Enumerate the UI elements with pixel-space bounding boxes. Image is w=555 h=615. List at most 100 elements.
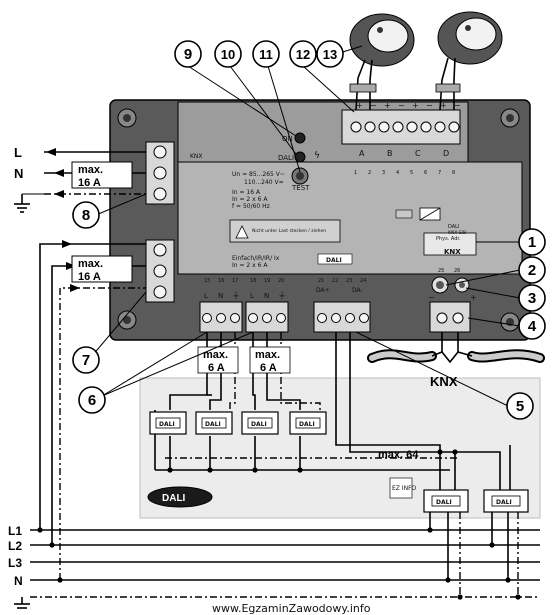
junction-dot [427, 527, 433, 533]
knx-num-26: 26 [454, 268, 460, 274]
callout-label-3: 3 [528, 290, 536, 307]
svg-text:DALI: DALI [162, 493, 186, 504]
callout-label-1: 1 [528, 234, 536, 251]
spec-line-7: In = 2 x 6 A [232, 262, 268, 269]
svg-text:DALI: DALI [436, 499, 452, 506]
bottom-num-23: 23 [346, 278, 352, 284]
sensor-num-3: 3 [382, 170, 385, 176]
callout-5: 5 [506, 392, 534, 420]
dali-mini-text: DALI [326, 257, 342, 264]
junction-dot [489, 542, 495, 548]
output-terminal-1 [199, 301, 243, 333]
junction-dot [167, 467, 173, 473]
knx-terminal [429, 301, 471, 333]
dali-plus-label: DA+ [316, 287, 330, 294]
knx-cable [367, 332, 545, 364]
out-fuse-2-value: 6 A [260, 362, 277, 374]
stamp: EZ INFO [389, 477, 417, 499]
callout-label-5: 5 [516, 398, 524, 415]
dali-max-label: max. 64 [378, 449, 419, 461]
callout-label-6: 6 [88, 392, 96, 409]
spec-line-5: f = 50/60 Hz [232, 203, 270, 210]
sensor-num-5: 5 [410, 170, 413, 176]
svg-text:DALI: DALI [496, 499, 512, 506]
callout-label-11: 11 [259, 47, 273, 62]
sensor-terminal-a: A [359, 149, 365, 158]
junction-dot [515, 594, 521, 600]
sensor-terminal-b: B [387, 149, 393, 158]
device-housing: ON DALI TEST KNX Un = 85...265 V~ 110...… [109, 99, 531, 341]
junction-dot [457, 594, 463, 600]
warning-box [229, 219, 341, 243]
out2-pe-icon: ⏚ [278, 291, 286, 300]
callout-label-9: 9 [184, 46, 192, 63]
bottom-num-21: 21 [318, 278, 324, 284]
sensor-num-6: 6 [424, 170, 427, 176]
bus-earth-symbol [14, 597, 30, 609]
knx-num-25: 25 [438, 268, 444, 274]
sensor-2 [437, 11, 503, 65]
callout-label-12: 12 [296, 47, 310, 62]
watermark: www.EgzaminZawodowy.info [212, 602, 371, 615]
out1-n-label: N [218, 292, 223, 300]
spec-line-3: In = 16 A [232, 189, 261, 196]
knx-minus-label: − [428, 293, 435, 302]
mounting-hole-bl [117, 310, 137, 330]
out1-pe-icon: ⏚ [232, 291, 240, 300]
spec-line-4: In = 2 x 6 A [232, 196, 268, 203]
junction-dot [49, 542, 55, 548]
device-knx-label: KNX [444, 248, 461, 256]
ballast-2: DALI [195, 411, 233, 435]
sensor-pole-2: − [370, 101, 377, 110]
knx-small-label: KNX [190, 153, 203, 160]
bottom-num-16: 16 [218, 278, 224, 284]
sensor-pole-4: − [398, 101, 405, 110]
fuse-bottom-max: max. [78, 258, 103, 270]
out1-l-label: L [204, 292, 208, 300]
out-fuse-1-value: 6 A [208, 362, 225, 374]
junction-dot [437, 449, 443, 455]
svg-text:DALI: DALI [159, 421, 175, 428]
supply-n-label: N [14, 166, 23, 181]
knx-bus-label: KNX [430, 374, 458, 389]
dali-mini-logo [317, 253, 353, 265]
sensor-num-2: 2 [368, 170, 371, 176]
input-terminal-top [145, 141, 175, 205]
bus-n-label: N [14, 574, 23, 588]
callout-label-7: 7 [82, 352, 90, 369]
cert-label: KNX EIB [448, 230, 466, 236]
callout-7: 7 [72, 346, 100, 374]
bottom-num-19: 19 [264, 278, 270, 284]
out2-n-label: N [264, 292, 269, 300]
test-label: TEST [291, 184, 310, 192]
ballast-1: DALI [149, 411, 187, 435]
fuse-top-max: max. [78, 164, 103, 176]
bottom-num-18: 18 [250, 278, 256, 284]
junction-dot [207, 467, 213, 473]
out-fuse-2-max: max. [255, 349, 280, 361]
callout-1: 1 [518, 228, 546, 256]
fuse-symbol [395, 209, 413, 219]
sensor-pole-1: + [356, 101, 363, 110]
phys-addr-label: Phys. Adr. [436, 236, 461, 242]
led-on-label: ON [282, 135, 293, 143]
callout-10: 10 [214, 40, 242, 68]
junction-dot [452, 449, 458, 455]
sensor-num-4: 4 [396, 170, 399, 176]
callout-label-13: 13 [323, 47, 337, 62]
ballast-6: DALI [483, 489, 529, 513]
fuse-top-value: 16 A [78, 177, 101, 189]
junction-dot [252, 467, 258, 473]
callout-leaders [91, 45, 521, 407]
callout-label-10: 10 [221, 47, 235, 62]
led-on-indicator [294, 132, 306, 144]
junction-dots [37, 449, 521, 600]
bus-l2-label: L2 [8, 539, 22, 553]
sensor-pole-5: + [412, 101, 419, 110]
callout-13: 13 [316, 40, 344, 68]
callout-9: 9 [174, 40, 202, 68]
sensor-num-8: 8 [452, 170, 455, 176]
fuse-box-bottom [71, 255, 133, 283]
